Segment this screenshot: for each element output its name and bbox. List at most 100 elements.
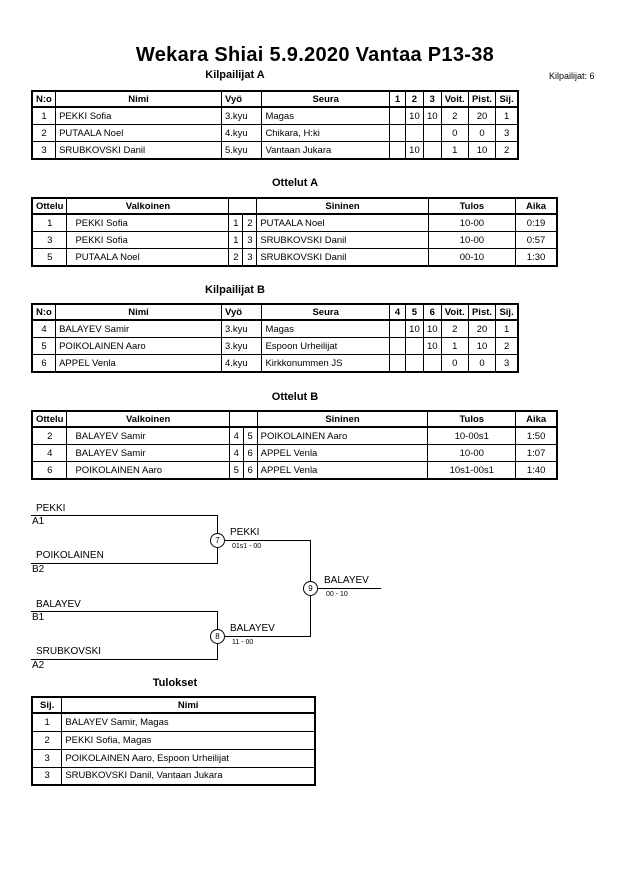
cell: APPEL Venla <box>256 461 429 480</box>
cell: 6 <box>31 354 57 373</box>
col-header: Vyö <box>220 303 263 321</box>
cell: 5 <box>242 426 258 445</box>
col-header: Ottelu <box>31 410 68 428</box>
bracket-line <box>218 636 311 637</box>
cell: SRUBKOVSKI Danil <box>256 248 429 267</box>
col-header: Valkoinen <box>66 197 230 215</box>
cell: 1 <box>228 231 244 249</box>
cell: 0 <box>467 124 497 142</box>
col-header: Valkoinen <box>66 410 230 428</box>
col-header: 4 <box>388 303 407 321</box>
cell: 3 <box>495 354 519 373</box>
competitor-count: Kilpailijat: 6 <box>549 71 595 81</box>
cell: POIKOLAINEN Aaro <box>55 337 222 355</box>
cell <box>388 337 407 355</box>
col-header: Seura <box>261 90 390 108</box>
bracket-line <box>31 515 218 516</box>
cell <box>388 354 407 373</box>
col-header: Tulos <box>427 197 517 215</box>
cell: 1 <box>31 712 63 732</box>
cell: BALAYEV Samir <box>55 319 222 338</box>
cell: 10 <box>405 106 424 125</box>
table-row: 2 PUTAALA Noel 4.kyu Chikara, H:ki 0 0 3 <box>31 124 519 142</box>
cell <box>422 124 442 142</box>
cell: 2 <box>31 124 57 142</box>
cell: BALAYEV Samir <box>66 444 230 462</box>
bracket-winner: PEKKI <box>230 527 260 538</box>
col-header: Pist. <box>467 90 497 108</box>
cell: Magas <box>261 319 390 338</box>
col-header: 2 <box>405 90 424 108</box>
cell: BALAYEV Samir, Magas <box>61 712 316 732</box>
cell: 1 <box>31 106 57 125</box>
cell: 20 <box>467 319 497 338</box>
col-header: N:o <box>31 90 57 108</box>
cell: Vantaan Jukara <box>261 141 390 160</box>
col-header: Aika <box>515 410 558 428</box>
cell <box>405 354 424 373</box>
col-header: Sij. <box>495 303 519 321</box>
table-row: 4 BALAYEV Samir 3.kyu Magas 10 10 2 20 1 <box>31 319 519 338</box>
col-header: N:o <box>31 303 57 321</box>
col-header: Sininen <box>256 197 429 215</box>
cell: 2 <box>31 730 63 750</box>
cell <box>405 337 424 355</box>
cell: 4 <box>31 319 57 338</box>
bracket-name: PEKKI <box>36 503 66 514</box>
bracket-seed: A1 <box>32 516 45 527</box>
bracket-champion: BALAYEV <box>324 575 369 586</box>
matches-a-table: Ottelu Valkoinen Sininen Tulos Aika 1 PE… <box>31 197 558 267</box>
cell: 2 <box>495 141 519 160</box>
cell: PEKKI Sofia <box>55 106 222 125</box>
cell: 3 <box>242 231 258 249</box>
cell: Espoon Urheilijat <box>261 337 390 355</box>
cell: 4 <box>31 444 68 462</box>
table-header-row: N:o Nimi Vyö Seura 1 2 3 Voit. Pist. Sij… <box>31 90 519 108</box>
cell: SRUBKOVSKI Danil <box>55 141 222 160</box>
cell: 3 <box>242 248 258 267</box>
cell: 20 <box>467 106 497 125</box>
cell: 0 <box>440 124 469 142</box>
table-row: 4 BALAYEV Samir 4 6 APPEL Venla 10-00 1:… <box>31 444 558 462</box>
cell: 5 <box>31 248 68 267</box>
bracket-score: 01s1 - 00 <box>232 543 262 550</box>
cell: 10 <box>467 141 497 160</box>
bracket-line <box>31 659 218 660</box>
pool-a-table: N:o Nimi Vyö Seura 1 2 3 Voit. Pist. Sij… <box>31 90 519 160</box>
bracket-score: 00 - 10 <box>326 591 348 598</box>
cell: 10 <box>422 337 442 355</box>
cell: 10s1-00s1 <box>427 461 517 480</box>
bracket-seed: A2 <box>32 660 45 671</box>
bracket-score: 11 - 00 <box>232 639 254 646</box>
cell: 1 <box>31 213 68 232</box>
cell: 1:40 <box>515 461 558 480</box>
cell <box>405 124 424 142</box>
cell: PEKKI Sofia, Magas <box>61 730 316 750</box>
cell: 10-00s1 <box>427 426 517 445</box>
col-header: Sij. <box>31 696 63 714</box>
cell: 3 <box>31 141 57 160</box>
cell: POIKOLAINEN Aaro <box>66 461 230 480</box>
cell: 10-00 <box>427 213 517 232</box>
cell: 5 <box>31 337 57 355</box>
col-header: 1 <box>388 90 407 108</box>
table-row: 6 POIKOLAINEN Aaro 5 6 APPEL Venla 10s1-… <box>31 461 558 480</box>
results-table: Sij. Nimi 1 BALAYEV Samir, Magas 2 PEKKI… <box>31 696 316 786</box>
cell: 3 <box>31 766 63 786</box>
cell: 6 <box>31 461 68 480</box>
table-row: 2 PEKKI Sofia, Magas <box>31 730 316 750</box>
col-header: Nimi <box>55 303 222 321</box>
cell <box>388 319 407 338</box>
col-header <box>228 410 258 428</box>
cell: 1:50 <box>515 426 558 445</box>
cell: 10 <box>467 337 497 355</box>
table-row: 2 BALAYEV Samir 4 5 POIKOLAINEN Aaro 10-… <box>31 426 558 445</box>
table-row: 3 PEKKI Sofia 1 3 SRUBKOVSKI Danil 10-00… <box>31 231 558 249</box>
table-header-row: Ottelu Valkoinen Sininen Tulos Aika <box>31 197 558 215</box>
col-header: Vyö <box>220 90 263 108</box>
table-row: 6 APPEL Venla 4.kyu Kirkkonummen JS 0 0 … <box>31 354 519 373</box>
bracket-name: POIKOLAINEN <box>36 550 104 561</box>
col-header: Ottelu <box>31 197 68 215</box>
cell: 6 <box>242 461 258 480</box>
cell: 4 <box>228 426 244 445</box>
